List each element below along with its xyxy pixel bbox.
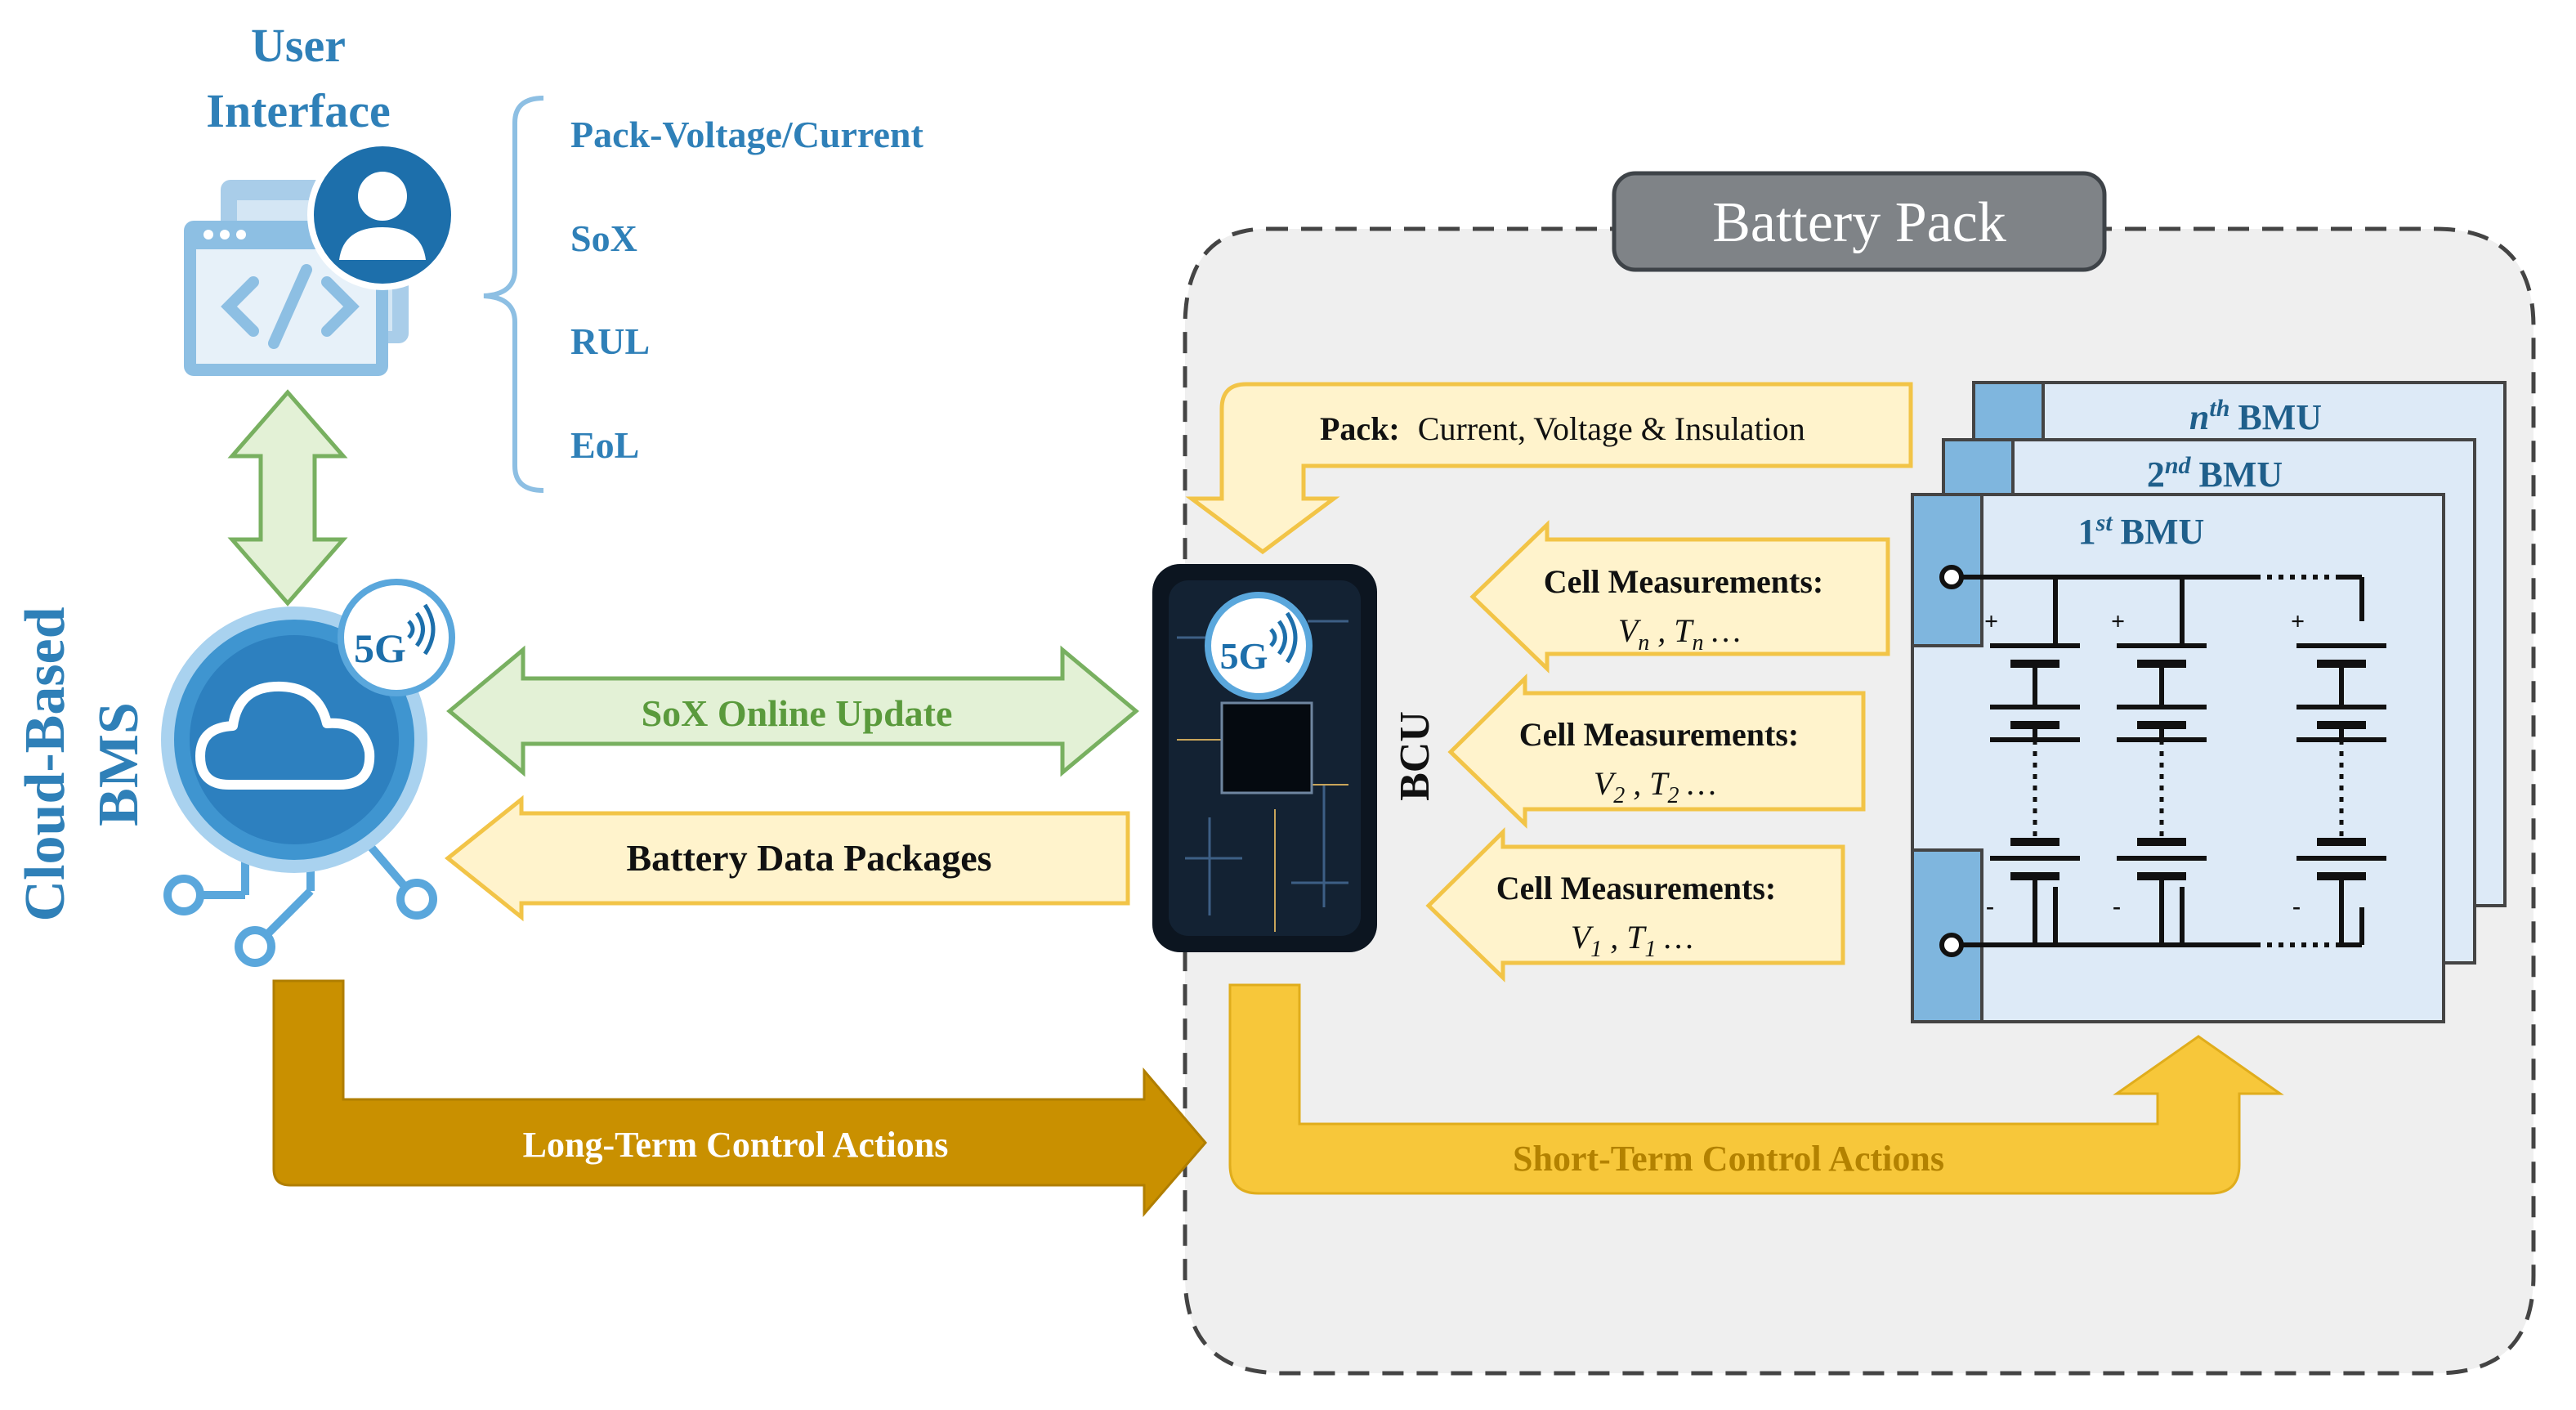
plus-sign: + (2291, 608, 2305, 635)
bmu-num-n: n (2189, 397, 2209, 437)
long-term-label: Long-Term Control Actions (523, 1125, 949, 1165)
pack-measure-bold: Pack: (1320, 410, 1400, 447)
t-subscript-n: n (1693, 630, 1704, 656)
data-packages-arrow (444, 795, 1130, 922)
pack-measure-label: Pack: Current, Voltage & Insulation (1320, 410, 1805, 447)
outputs-brace (483, 96, 544, 493)
cloud-bms-label-line1: Cloud-Based (14, 607, 77, 921)
cloud-bms-node (161, 607, 437, 967)
bcu-chip (1220, 701, 1313, 795)
data-packages-label: Battery Data Packages (626, 837, 991, 879)
v-subscript-1: 1 (1590, 937, 1602, 962)
cloud-icon (195, 681, 375, 790)
bcu-label: BCU (1392, 711, 1438, 801)
bmu-sup-n: th (2209, 395, 2229, 422)
pack-measure-arrow (1185, 382, 1913, 555)
cell-columns: + - + - + - (1984, 608, 2386, 945)
ui-title-line1: User (251, 19, 346, 72)
bmu-label-n: nth BMU (2189, 395, 2322, 437)
battery-circuit (1939, 565, 2364, 957)
v-subscript-2: 2 (1613, 783, 1625, 808)
minus-sign: - (2113, 893, 2121, 920)
battery-pack-title-box: Battery Pack (1612, 171, 2107, 272)
cell-measure-label-n: Cell Measurements: (1544, 563, 1824, 600)
ui-cloud-double-arrow (227, 389, 348, 607)
bmu-name-1: BMU (2121, 512, 2205, 552)
short-term-label: Short-Term Control Actions (1513, 1139, 1944, 1179)
t-subscript-2: 2 (1668, 783, 1679, 808)
minus-sign: - (2292, 893, 2301, 920)
cell-measure-label-1: Cell Measurements: (1496, 870, 1777, 906)
cell-measure-values-1: V1 , T1 … (1571, 919, 1693, 962)
cell-measure-arrow-2 (1447, 674, 1866, 829)
bmu-num-1: 1 (2078, 512, 2096, 552)
short-term-arrow (1228, 983, 2284, 1195)
ui-output-sox: SoX (570, 217, 637, 259)
bcu-5g-text: 5G (1220, 635, 1268, 677)
user-avatar-icon (307, 140, 458, 290)
plus-sign: + (2111, 608, 2125, 635)
bmu-label-2: 2nd BMU (2147, 452, 2283, 495)
ui-output-eol: EoL (570, 424, 639, 466)
t-subscript-1: 1 (1645, 937, 1657, 962)
minus-sign: - (1986, 893, 1994, 920)
bmu-name-n: BMU (2238, 397, 2322, 437)
cloud-5g-badge: 5G (338, 579, 455, 696)
plus-sign: + (1984, 608, 1998, 635)
ui-output-rul: RUL (570, 320, 650, 362)
long-term-arrow (272, 979, 1207, 1218)
bmu-sup-1: st (2095, 509, 2114, 536)
cloud-bms-label-line2: BMS (87, 702, 150, 826)
bmu-name-2: BMU (2199, 454, 2283, 495)
cloud-bms-label: Cloud-Based BMS (14, 607, 150, 921)
bmu-card-1: 1st BMU (1911, 493, 2445, 1023)
cell-measure-arrow-1 (1425, 827, 1845, 983)
bcu-5g-badge: 5G (1205, 592, 1313, 700)
ui-output-pack-voltage: Pack-Voltage/Current (570, 114, 924, 155)
bmu-num-2: 2 (2147, 454, 2165, 495)
sox-update-arrow (446, 645, 1139, 777)
v-subscript-n: n (1638, 630, 1649, 656)
cell-measure-arrow-n (1469, 520, 1890, 674)
bmu-sup-2: nd (2165, 452, 2192, 479)
cell-measure-label-2: Cell Measurements: (1519, 716, 1800, 753)
pack-measure-rest: Current, Voltage & Insulation (1418, 410, 1805, 447)
cloud-5g-text: 5G (354, 625, 406, 671)
battery-pack-title: Battery Pack (1712, 191, 2006, 254)
ui-title-line2: Interface (206, 84, 390, 137)
sox-update-label: SoX Online Update (642, 692, 953, 734)
bmu-label-1: 1st BMU (2078, 509, 2205, 552)
